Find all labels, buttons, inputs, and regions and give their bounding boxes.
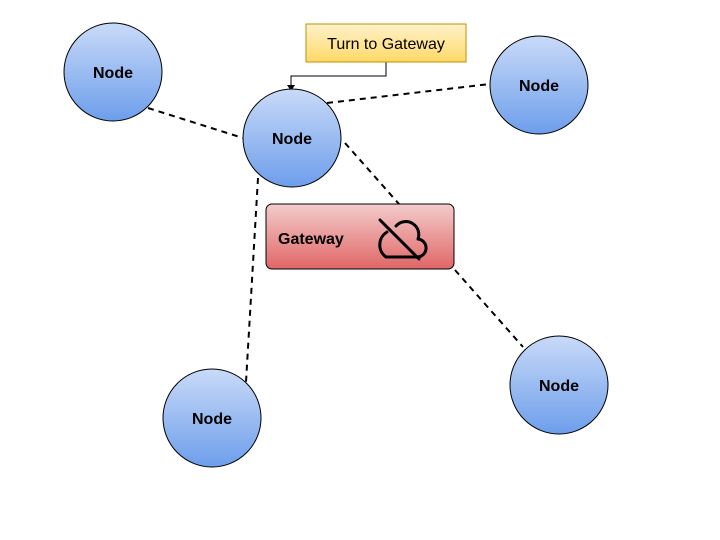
- node-label: Node: [93, 65, 133, 82]
- node-bottom-right: Node: [509, 335, 609, 435]
- link-top-left-to-center: [147, 107, 244, 139]
- gateway-box: Gateway: [265, 203, 455, 270]
- callout-label: Turn to Gateway: [327, 36, 445, 53]
- node-label: Node: [539, 378, 579, 395]
- link-gateway-to-bottom-right: [454, 269, 524, 348]
- connectors: [147, 83, 524, 383]
- node-top-left: Node: [63, 22, 163, 122]
- node-top-right: Node: [489, 35, 589, 135]
- link-center-to-bottom-left: [245, 177, 259, 383]
- link-center-to-gateway: [344, 142, 400, 205]
- node-center: Node: [242, 88, 342, 188]
- node-label: Node: [519, 78, 559, 95]
- callout-arrow: [287, 62, 387, 91]
- cloud-off-icon: [378, 218, 428, 261]
- link-center-to-top-right: [326, 83, 491, 104]
- node-label: Node: [272, 131, 312, 148]
- gateway-label: Gateway: [278, 231, 344, 248]
- node-label: Node: [192, 411, 232, 428]
- node-bottom-left: Node: [162, 368, 262, 468]
- callout-turn-to-gateway: Turn to Gateway: [305, 23, 467, 63]
